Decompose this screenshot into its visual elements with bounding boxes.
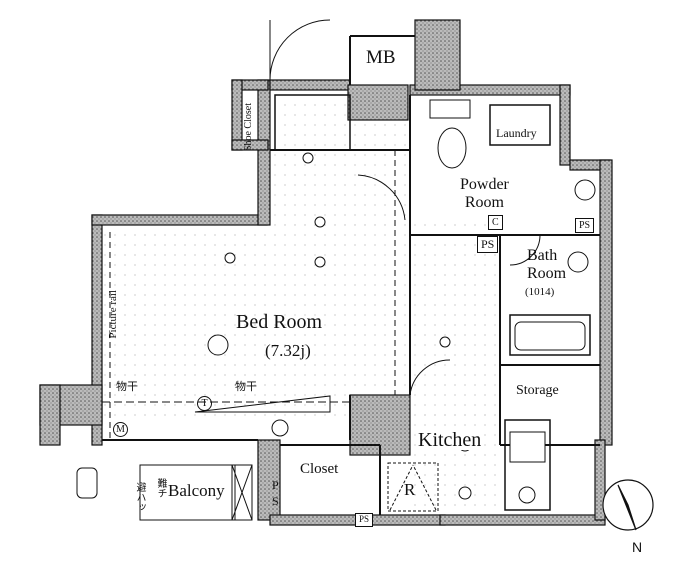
bath-size-label: (1014) [525,286,555,298]
drying-right-label: 物干 [235,381,257,393]
meter-icon: M [113,422,128,437]
c-mark: C [488,215,503,230]
tv-outlet-icon: T [197,396,212,411]
closet-text: Closet [243,103,254,129]
partitions [102,35,600,521]
ps-left-label: PS [477,236,499,254]
p-text: P [272,478,279,492]
powder-text: Powder [460,176,509,193]
north-label: N [632,539,643,555]
mb-label: MB [366,47,396,68]
picture-rail-label: Picture rail [107,290,119,339]
storage-label: Storage [516,383,559,398]
bath-text: Bath [527,247,558,264]
doors [269,19,541,440]
balcony-label: Balcony [168,481,225,500]
s-text: S [272,493,279,508]
north-arrow-icon [602,479,654,531]
ps-right-label: PS [575,218,595,233]
bed-room-size-label: (7.32j) [265,341,311,360]
shoe-closet-label: Shoe Closet [243,103,254,152]
room-text: Room [464,193,504,211]
evac-hatch-left-label: 避ハッ [134,482,145,512]
drying-left-label: 物干 [116,381,138,393]
refrigerator-label: R [404,480,416,499]
evac-hatch-right-label: 難チ [155,478,166,498]
room-text: Room [527,264,567,282]
bed-room-label: Bed Room [236,311,323,333]
fixtures [76,99,596,504]
closet-label: Closet [300,461,339,477]
ps-bottom-label: PS [355,513,374,527]
shoe-text: Shoe [243,131,254,152]
kitchen-label: Kitchen [418,429,482,451]
laundry-label: Laundry [496,126,537,140]
